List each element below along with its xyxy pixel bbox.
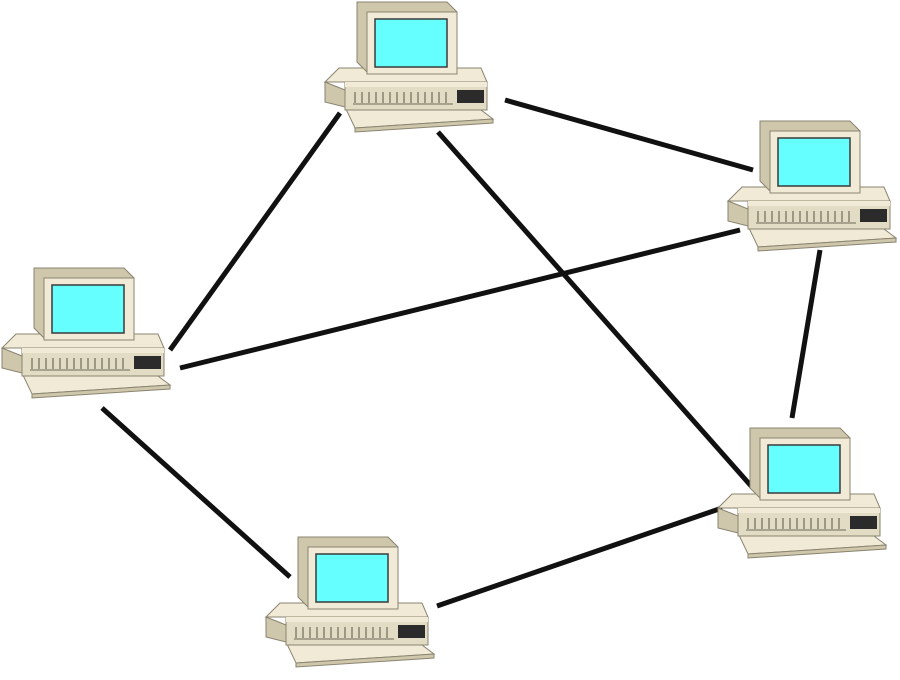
link-left-to-bottom [100,406,292,579]
vent-grille [30,358,130,371]
monitor-screen [767,444,841,494]
network-links [100,97,823,609]
computer-bottom-right-desktop-computer-icon [716,427,888,559]
vent-grille [756,211,856,224]
monitor-screen [315,553,389,603]
network-nodes [0,1,898,668]
link-left-to-right [179,227,741,371]
drive-slot [457,90,484,103]
computer-left-desktop-computer-icon [0,267,172,399]
link-top-to-bottom-right [436,130,754,489]
monitor-screen [51,284,125,334]
drive-slot [398,625,425,638]
computer-bottom-desktop-computer-icon [264,536,436,668]
vent-grille [353,92,453,105]
drive-slot [860,209,887,222]
monitor-screen [374,18,448,68]
link-bottom-to-bottom-right [436,505,723,609]
computer-top-desktop-computer-icon [323,1,495,133]
monitor-screen [777,137,851,187]
computer-right-desktop-computer-icon [726,120,898,252]
drive-slot [850,516,877,529]
link-top-to-right [504,97,754,173]
link-top-to-left [167,111,343,352]
vent-grille [746,518,846,531]
vent-grille [294,627,394,640]
drive-slot [134,356,161,369]
link-right-to-bottom-right [789,249,823,419]
